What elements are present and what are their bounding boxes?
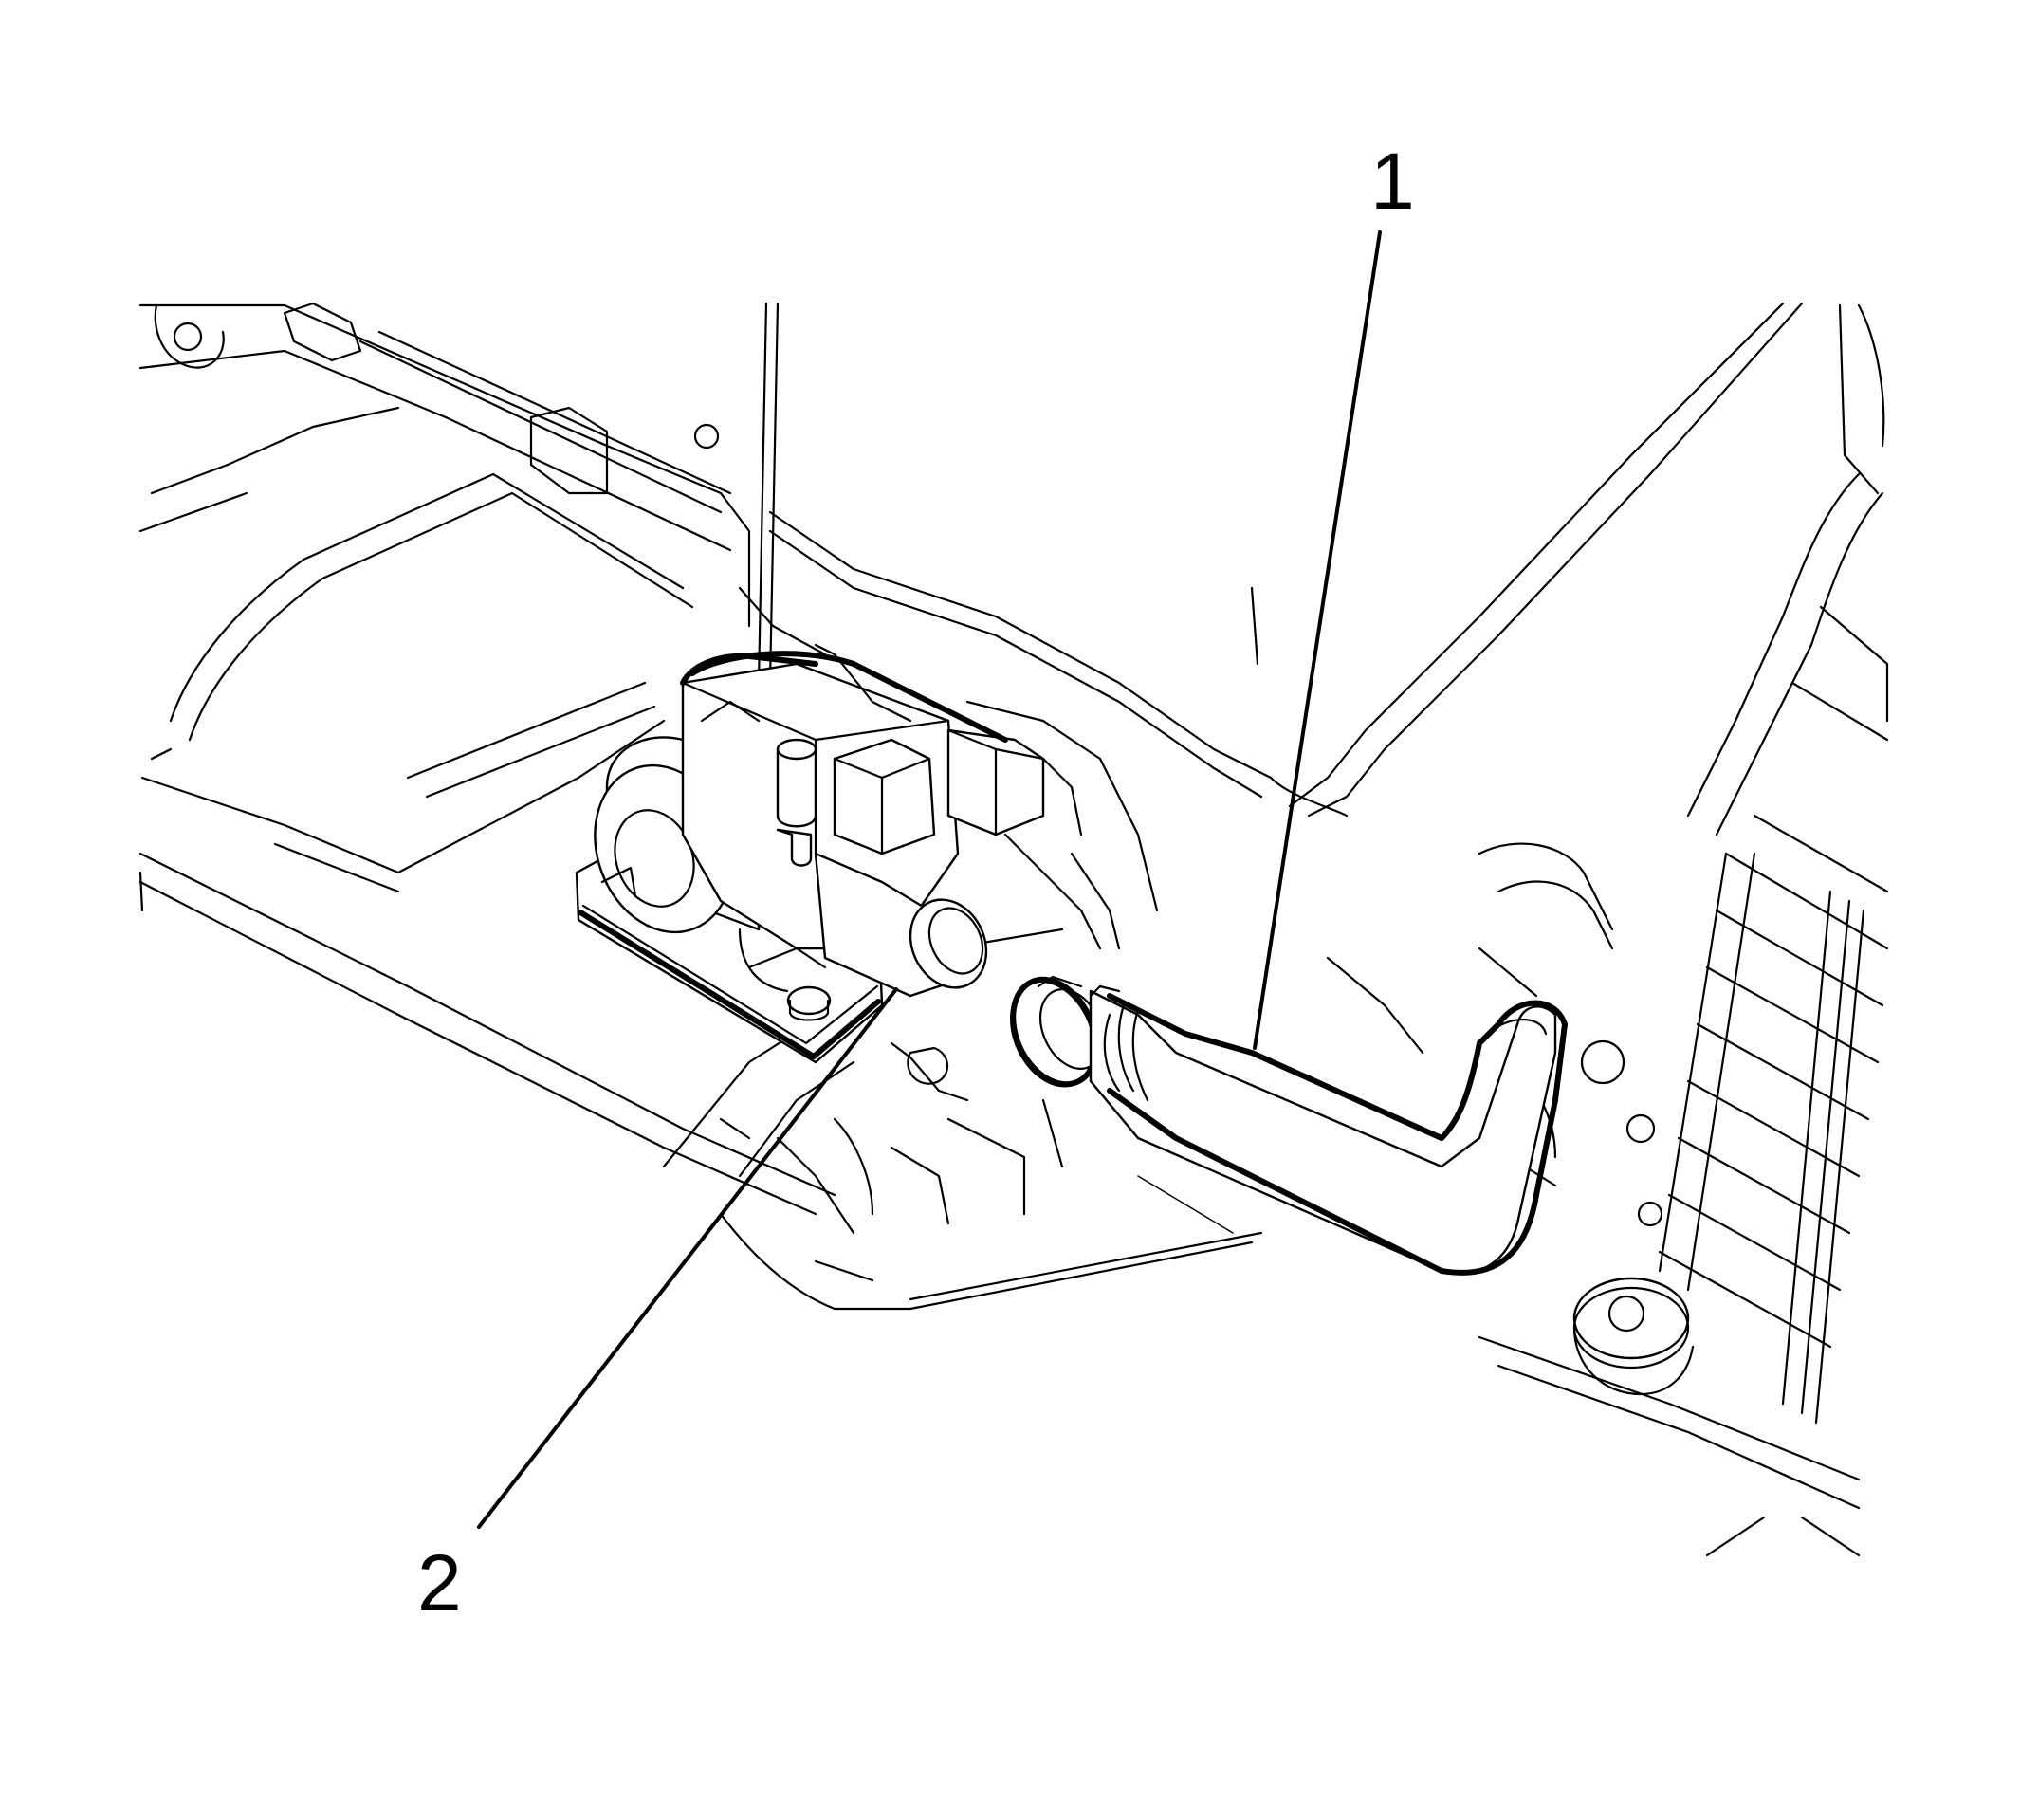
lower-chassis — [662, 928, 1263, 1311]
callout-1-label: 1 — [1370, 137, 1415, 226]
engine-components-right — [1326, 303, 1889, 1557]
valve-actuator-assembly — [575, 643, 1159, 1102]
dash-panel — [738, 302, 1804, 818]
cowl-panel — [138, 302, 836, 1216]
callout-1-leader — [1253, 230, 1382, 1050]
heater-hose — [1010, 975, 1568, 1276]
callout-2-leader — [477, 987, 898, 1529]
callout-2-label: 2 — [417, 1538, 462, 1627]
